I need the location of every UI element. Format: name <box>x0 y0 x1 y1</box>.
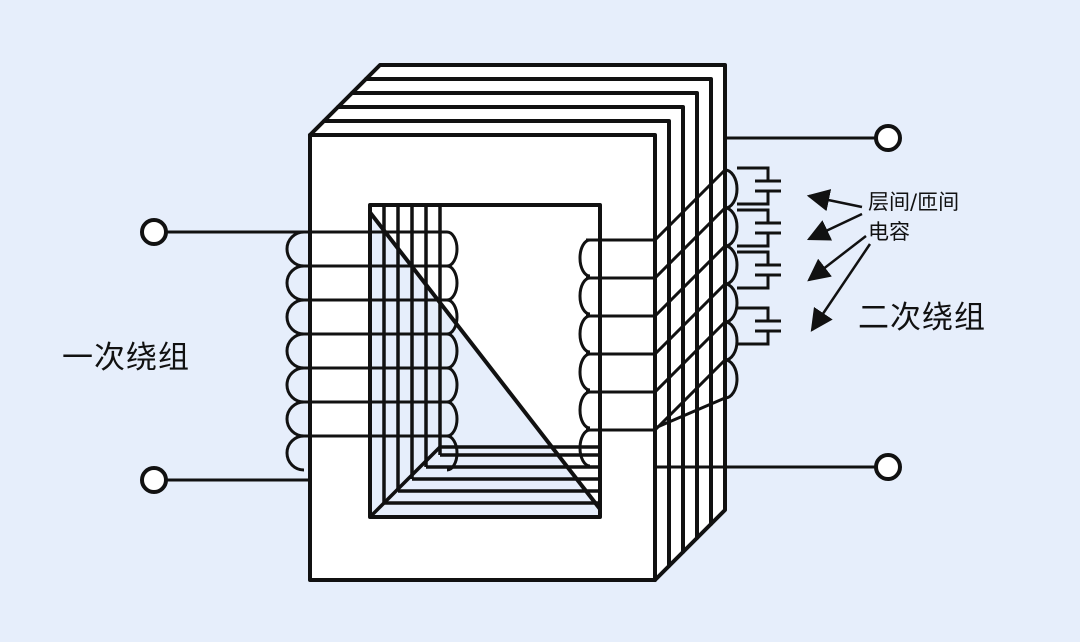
secondary-turn-4 <box>586 282 739 356</box>
core-front-face <box>308 133 657 582</box>
window-depth-lines <box>368 205 600 519</box>
secondary-inner-loop-5 <box>578 390 591 430</box>
capacitor-lead-top <box>737 306 770 321</box>
primary-turn-4 <box>285 332 447 370</box>
secondary-turn-6 <box>586 358 739 432</box>
capacitor-lead-bottom <box>737 275 770 290</box>
secondary-last-turn <box>654 396 726 430</box>
capacitance-label-line2: 电容 <box>868 220 910 244</box>
secondary-inner-loop-3 <box>578 314 591 354</box>
primary-terminal-bottom <box>140 466 168 494</box>
capacitance-arrows <box>806 189 872 332</box>
primary-inner-loop-3 <box>446 298 459 336</box>
primary-turn-7 <box>285 434 447 472</box>
secondary-winding-coil <box>578 168 739 468</box>
primary-inner-loop-6 <box>446 400 459 438</box>
primary-winding-label: 一次绕组 <box>62 340 190 376</box>
primary-inner-loop-5 <box>446 366 459 404</box>
secondary-winding-label: 二次绕组 <box>858 300 986 336</box>
capacitance-label-line1: 层间/匝间 <box>868 190 960 214</box>
secondary-terminal-bottom <box>874 453 902 481</box>
capacitor-4 <box>737 306 781 346</box>
secondary-inner-loop-4 <box>578 352 591 392</box>
primary-turn-6 <box>285 400 447 438</box>
capacitor-lead-bottom <box>737 331 770 346</box>
primary-turn-2 <box>285 264 447 302</box>
secondary-inner-loop-6 <box>578 428 591 468</box>
primary-terminal-top <box>140 218 168 246</box>
capacitor-lead-top <box>737 208 770 223</box>
primary-turn-5 <box>285 366 447 404</box>
secondary-turn-5 <box>586 320 739 394</box>
primary-winding-coil <box>285 230 459 472</box>
secondary-terminals <box>655 124 902 481</box>
primary-inner-loop-4 <box>446 332 459 370</box>
capacitor-lead-top <box>737 250 770 265</box>
secondary-inner-loop-2 <box>578 276 591 316</box>
capacitor-3 <box>737 250 781 290</box>
primary-inner-loop-2 <box>446 264 459 302</box>
secondary-terminal-top <box>874 124 902 152</box>
capacitor-lead-bottom <box>737 233 770 248</box>
secondary-turn-1 <box>586 168 739 242</box>
secondary-inner-loop-1 <box>578 238 591 278</box>
secondary-turn-3 <box>586 244 739 318</box>
capacitor-lead-top <box>737 166 770 181</box>
capacitor-lead-bottom <box>737 191 770 206</box>
primary-turn-3 <box>285 298 447 336</box>
primary-inner-loop-7 <box>446 434 459 472</box>
interlayer-capacitors <box>737 166 781 346</box>
secondary-turn-2 <box>586 206 739 280</box>
capacitor-2 <box>737 208 781 248</box>
capacitor-1 <box>737 166 781 206</box>
primary-inner-loop-1 <box>446 230 459 268</box>
primary-terminals <box>140 218 310 494</box>
